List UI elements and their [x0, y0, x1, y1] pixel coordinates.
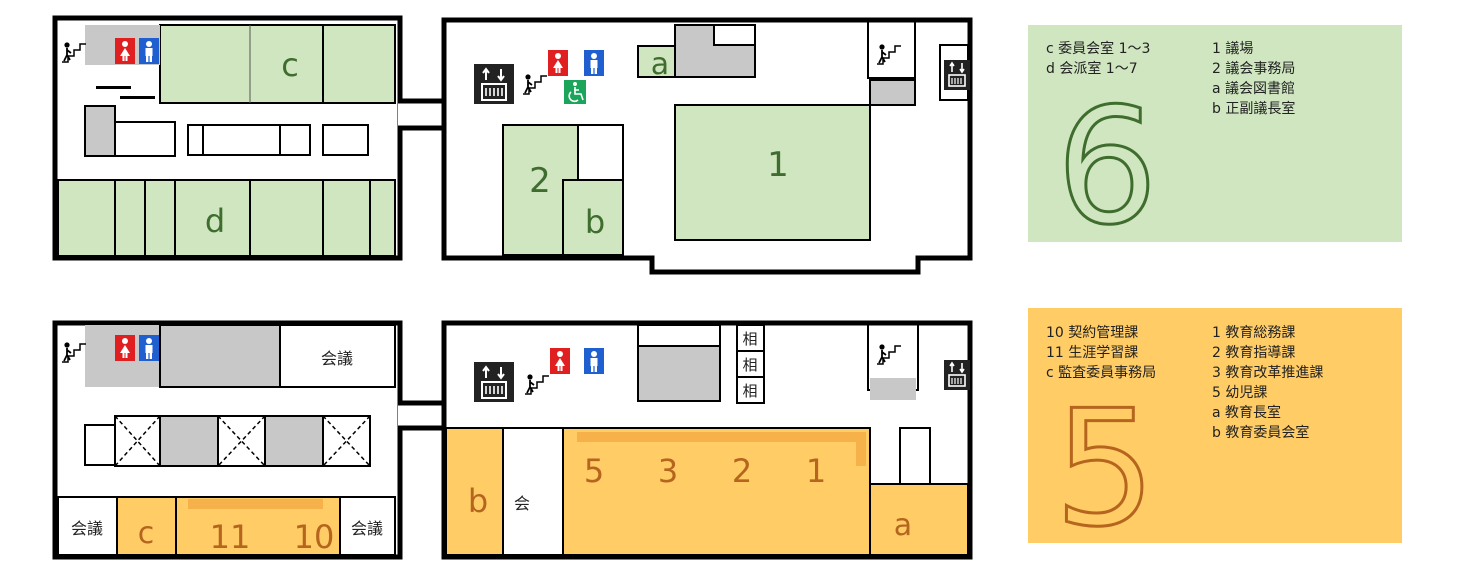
room-label-a: a [651, 47, 669, 82]
legend-item: 3 教育改革推進課 [1212, 365, 1324, 381]
room-label-b: b [585, 203, 605, 241]
room-label-2: 2 [732, 452, 752, 490]
toilet-women-icon [115, 38, 135, 64]
elevator-icon [473, 361, 515, 403]
toilet-men-icon [584, 348, 604, 374]
floor6-plan: c d 1 2 a b [52, 15, 973, 275]
floor6-corridor [398, 100, 444, 128]
legend-item: c 監査委員事務局 [1046, 365, 1157, 381]
floor5-legend-panel [1028, 308, 1402, 543]
room-label-b: b [468, 482, 488, 520]
room-label-c: c [138, 516, 155, 551]
legend-item: b 教育委員会室 [1212, 425, 1310, 441]
legend-item: a 教育長室 [1212, 405, 1282, 421]
toilet-men-icon [584, 50, 604, 76]
legend-item: b 正副議長室 [1212, 101, 1296, 117]
room-label-a: a [894, 508, 912, 543]
toilet-women-icon [550, 348, 570, 374]
toilet-women-icon [548, 50, 568, 76]
floor5-corridor [398, 402, 444, 428]
floor-number-5: 5 [1054, 375, 1156, 562]
floor6-legend-panel [1028, 25, 1402, 242]
floor5-left-wing [52, 320, 403, 560]
legend-item: 2 議会事務局 [1212, 61, 1296, 77]
elevator-icon [943, 59, 971, 91]
room-label-kai: 会 [514, 494, 530, 513]
room-label-3: 3 [658, 452, 678, 490]
room-label-so: 相 [742, 382, 757, 400]
legend-item: 1 議場 [1212, 41, 1254, 57]
legend-item: 5 幼児課 [1212, 385, 1268, 401]
room-label-c: c [281, 46, 299, 84]
toilet-women-icon [115, 335, 135, 361]
floor6-right-wing [441, 17, 973, 275]
floor6-legend-right: 1 議場 2 議会事務局 a 議会図書館 b 正副議長室 [1212, 39, 1295, 119]
toilet-men-icon [139, 38, 159, 64]
room-label-1: 1 [806, 452, 826, 490]
elevator-icon [473, 63, 515, 105]
floor6-left-wing [52, 15, 403, 261]
room-label-1: 1 [767, 145, 789, 185]
room-label-2: 2 [529, 161, 551, 201]
legend-item: a 議会図書館 [1212, 81, 1296, 97]
elevator-icon [943, 359, 971, 391]
floor-number-6: 6 [1056, 73, 1158, 260]
accessible-toilet-icon [564, 80, 586, 104]
room-label-11: 11 [210, 518, 251, 556]
room-label-kaigi: 会議 [351, 519, 383, 538]
legend-item: 2 教育指導課 [1212, 345, 1296, 361]
legend-item: d 会派室 1～7 [1046, 61, 1138, 77]
legend-item: c 委員会室 1～3 [1046, 41, 1151, 57]
room-label-so: 相 [742, 330, 757, 348]
floor5-right-wing [441, 320, 973, 560]
room-label-5: 5 [584, 452, 604, 490]
floor5-legend-left: 10 契約管理課 11 生涯学習課 c 監査委員事務局 [1046, 323, 1156, 383]
legend-item: 10 契約管理課 [1046, 325, 1139, 341]
floor5-legend: 10 契約管理課 11 生涯学習課 c 監査委員事務局 1 教育総務課 2 教育… [1028, 308, 1402, 543]
floor5-legend-right: 1 教育総務課 2 教育指導課 3 教育改革推進課 5 幼児課 a 教育長室 b… [1212, 323, 1323, 443]
floor6-legend-left: c 委員会室 1～3 d 会派室 1～7 [1046, 39, 1150, 79]
legend-item: 1 教育総務課 [1212, 325, 1296, 341]
floor6-legend: c 委員会室 1～3 d 会派室 1～7 1 議場 2 議会事務局 a 議会図書… [1028, 25, 1402, 242]
room-label-so: 相 [742, 356, 757, 374]
toilet-men-icon [139, 335, 159, 361]
room-label-kaigi: 会議 [71, 519, 103, 538]
room-label-10: 10 [294, 518, 335, 556]
legend-item: 11 生涯学習課 [1046, 345, 1139, 361]
room-label-kaigi: 会議 [321, 349, 353, 368]
floor5-plan: 会議 会議 会議 c 11 10 b 会 5 3 2 1 a 相 相 相 [52, 320, 973, 560]
room-label-d: d [205, 202, 225, 240]
